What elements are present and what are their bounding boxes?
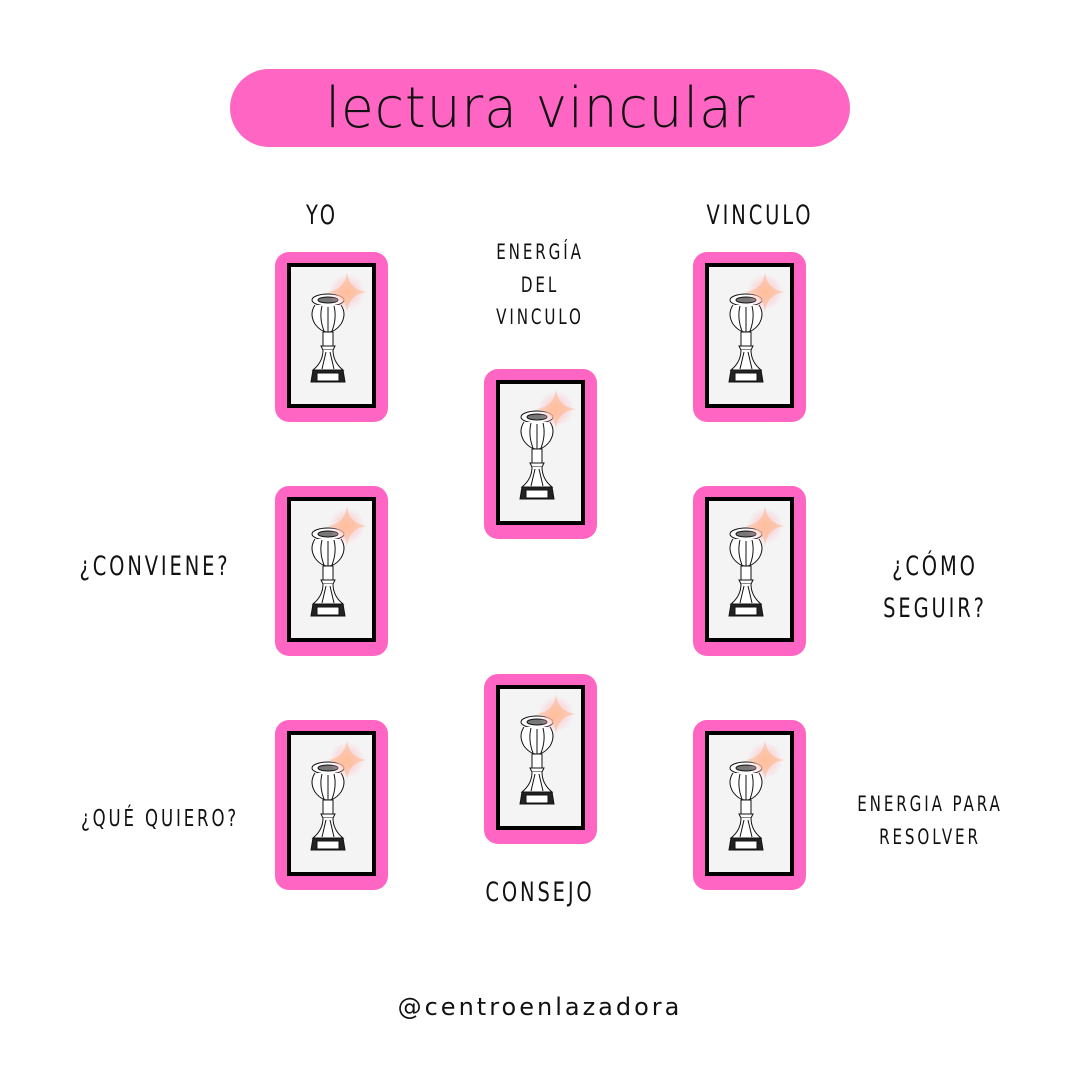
label-line: DEL bbox=[520, 272, 560, 297]
label-yo: YO bbox=[306, 200, 338, 231]
chalice-icon bbox=[519, 389, 576, 500]
tarot-card bbox=[693, 252, 806, 422]
footer-handle: @centroenlazadora bbox=[397, 993, 683, 1021]
label-energia-para-resolver: ENERGIA PARA RESOLVER bbox=[836, 788, 1023, 853]
title-banner: lectura vincular bbox=[230, 69, 850, 147]
label-que-quiero: ¿QUÉ QUIERO? bbox=[80, 806, 240, 832]
chalice-icon bbox=[519, 694, 576, 805]
label-energia-del-vinculo: ENERGÍA DEL VINCULO bbox=[468, 236, 612, 334]
tarot-card bbox=[484, 674, 597, 844]
chalice-icon bbox=[728, 506, 785, 617]
tarot-card bbox=[275, 720, 388, 890]
chalice-icon bbox=[310, 740, 367, 851]
label-line: ENERGÍA bbox=[496, 240, 584, 264]
label-line: ENERGIA PARA bbox=[857, 792, 1003, 816]
label-line: RESOLVER bbox=[879, 824, 981, 849]
label-como-seguir: ¿CÓMO SEGUIR? bbox=[883, 551, 987, 624]
chalice-icon bbox=[310, 272, 367, 383]
label-conviene: ¿CONVIENE? bbox=[79, 551, 231, 582]
label-line: VINCULO bbox=[496, 305, 584, 330]
tarot-card bbox=[484, 369, 597, 539]
chalice-icon bbox=[728, 272, 785, 383]
tarot-card bbox=[693, 720, 806, 890]
title: lectura vincular bbox=[324, 75, 756, 141]
tarot-card bbox=[275, 486, 388, 656]
tarot-card bbox=[693, 486, 806, 656]
chalice-icon bbox=[310, 506, 367, 617]
label-consejo: CONSEJO bbox=[485, 877, 595, 908]
chalice-icon bbox=[728, 740, 785, 851]
tarot-card bbox=[275, 252, 388, 422]
label-vinculo: VINCULO bbox=[706, 200, 814, 231]
